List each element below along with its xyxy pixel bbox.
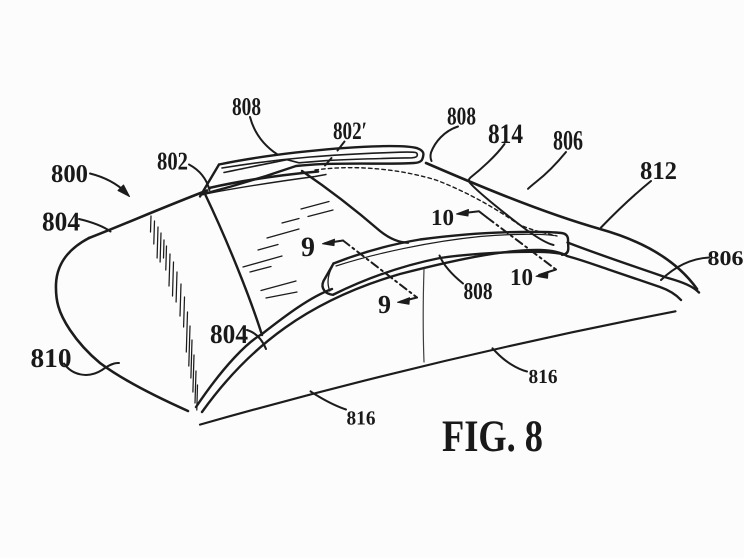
svg-text:810: 810 <box>31 343 72 373</box>
svg-text:814: 814 <box>488 119 523 150</box>
svg-text:9: 9 <box>378 290 391 319</box>
svg-text:808: 808 <box>232 92 261 121</box>
svg-text:808: 808 <box>464 279 493 305</box>
svg-text:804: 804 <box>42 207 80 237</box>
svg-text:806: 806 <box>708 246 744 270</box>
svg-text:800: 800 <box>51 159 88 188</box>
svg-text:804: 804 <box>210 319 248 349</box>
svg-text:9: 9 <box>301 232 315 263</box>
svg-text:816: 816 <box>347 408 376 430</box>
svg-text:808: 808 <box>447 102 476 131</box>
svg-text:10: 10 <box>431 205 454 230</box>
svg-text:816: 816 <box>529 366 558 388</box>
svg-text:10: 10 <box>510 265 533 291</box>
svg-text:802′: 802′ <box>333 118 367 145</box>
svg-text:812: 812 <box>640 156 677 185</box>
svg-text:802: 802 <box>157 147 188 176</box>
svg-text:806: 806 <box>553 126 583 157</box>
svg-text:FIG. 8: FIG. 8 <box>442 411 543 461</box>
